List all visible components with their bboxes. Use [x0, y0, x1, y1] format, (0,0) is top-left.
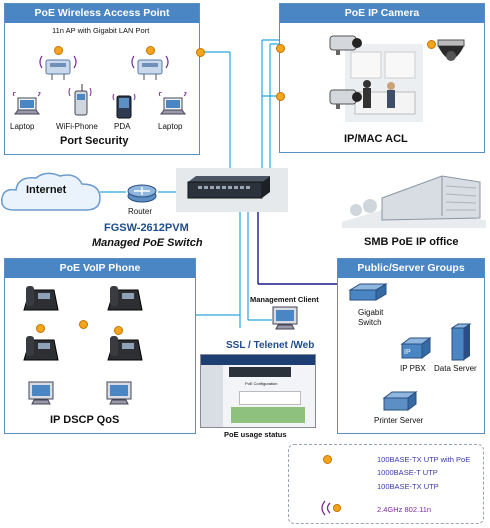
panel-title-voip: PoE VoIP Phone [5, 259, 195, 278]
caption-ip-dscp-qos: IP DSCP QoS [50, 414, 120, 426]
wifi-phone-icon [68, 84, 92, 116]
device-label-pda: PDA [114, 122, 131, 131]
building-icon [342, 175, 486, 228]
panel-title-camera: PoE IP Camera [280, 4, 484, 23]
gigabit-switch-icon [348, 283, 388, 301]
poe-indicator [427, 40, 436, 49]
access-point-icon [131, 55, 169, 80]
data-server-label: Data Server [434, 364, 477, 373]
switch-icon [187, 176, 270, 199]
dome-camera-icon [437, 39, 465, 61]
switch-model: FGSW-2612PVM [104, 222, 189, 234]
laptop-icon [12, 92, 41, 115]
svg-text:IP: IP [404, 349, 411, 356]
ssl-telnet-web-label: SSL / Telenet /Web [226, 340, 315, 351]
router-icon [127, 184, 157, 203]
switch-product-name: Managed PoE Switch [92, 237, 203, 249]
office-photo [345, 44, 423, 122]
internet-label: Internet [26, 184, 67, 196]
management-client-label: Management Client [250, 295, 319, 304]
screenshot-title: PoE Configuration [245, 381, 278, 386]
gigabit-switch-label: Gigabit Switch [358, 308, 384, 327]
caption-port-security: Port Security [60, 135, 129, 147]
poe-indicator [79, 320, 88, 329]
cloud-icon [1, 172, 101, 211]
ip-pbx-icon: IP [400, 337, 432, 359]
poe-indicator [276, 92, 285, 101]
camera-icon [329, 35, 362, 55]
office-caption: SMB PoE IP office [364, 236, 459, 248]
pda-icon [112, 93, 136, 119]
printer-icon [382, 391, 418, 411]
poe-indicator [36, 324, 45, 333]
ap-subtitle: 11n AP with Gigabit LAN Port [52, 26, 150, 35]
camera-icon [329, 89, 362, 109]
poe-indicator [54, 46, 63, 55]
printer-server-label: Printer Server [374, 416, 424, 425]
ip-pbx-label: IP PBX [400, 364, 426, 373]
phone-icon [107, 286, 143, 311]
panel-wireless-ap: PoE Wireless Access Point [4, 3, 200, 155]
panel-title-wireless: PoE Wireless Access Point [5, 4, 199, 23]
panel-title-server: Public/Server Groups [338, 259, 484, 278]
device-label-laptop: Laptop [158, 122, 183, 131]
router-label: Router [128, 207, 153, 216]
device-label-wifi-phone: WiFi-Phone [56, 122, 98, 131]
wifi-icon [321, 500, 341, 516]
desktop-pc-icon [106, 381, 132, 405]
legend-gigabit: 1000BASE-T UTP [377, 468, 438, 477]
legend-fast-ethernet: 100BASE-TX UTP [377, 482, 439, 491]
web-ui-screenshot: PoE Configuration [200, 354, 316, 428]
legend-poe-dot [323, 455, 332, 464]
poe-indicator [276, 44, 285, 53]
device-label-laptop: Laptop [10, 122, 35, 131]
legend-poe: 100BASE-TX UTP with PoE [377, 455, 471, 464]
phone-icon [23, 336, 59, 361]
poe-indicator [146, 46, 155, 55]
access-point-icon [39, 55, 77, 80]
desktop-pc-icon [28, 381, 54, 405]
phone-icon [107, 336, 143, 361]
legend: 100BASE-TX UTP with PoE 1000BASE-T UTP 1… [288, 444, 484, 524]
caption-ip-mac-acl: IP/MAC ACL [344, 133, 408, 145]
legend-wireless: 2.4GHz 802.11n [377, 505, 432, 514]
server-icon [450, 323, 472, 361]
poe-indicator [196, 48, 205, 57]
laptop-icon [158, 92, 187, 115]
phone-icon [23, 286, 59, 311]
management-pc-icon [272, 306, 298, 330]
poe-usage-status-label: PoE usage status [224, 430, 287, 439]
poe-indicator [114, 326, 123, 335]
